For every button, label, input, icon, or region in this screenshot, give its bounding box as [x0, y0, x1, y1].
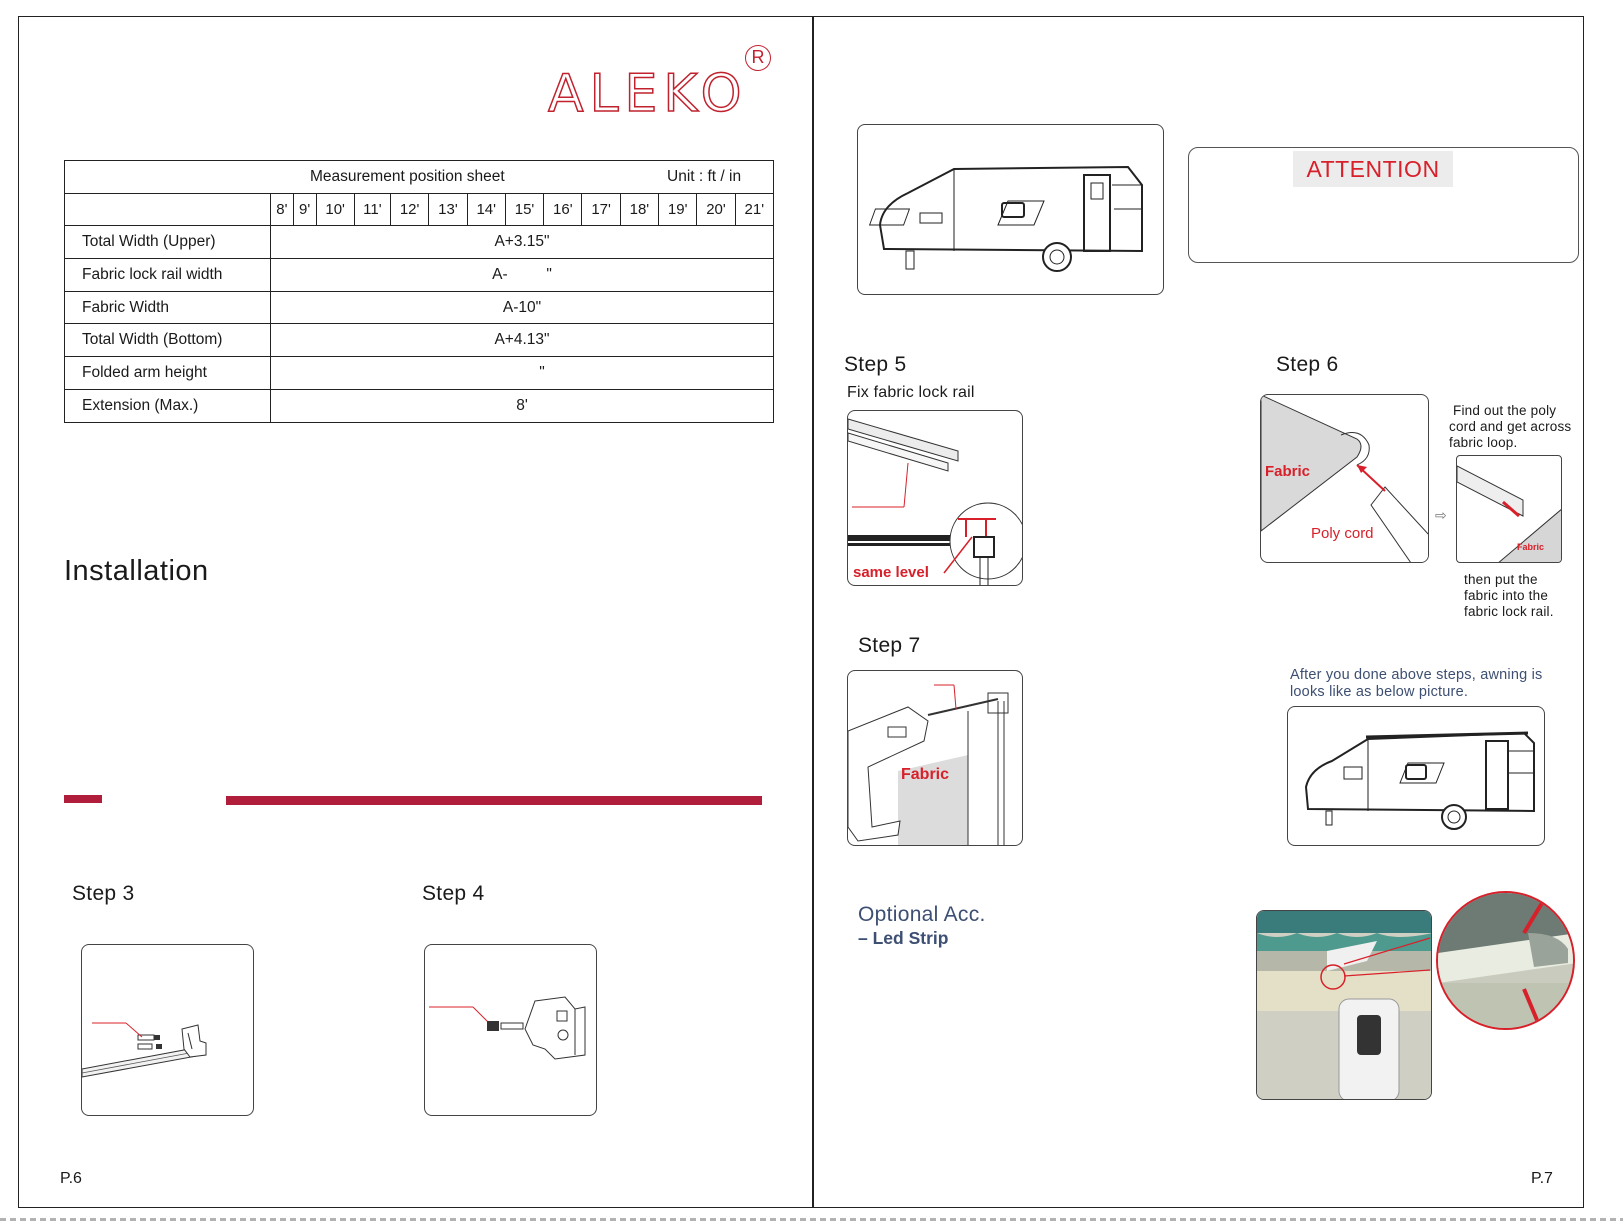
size-cell: 14'	[466, 192, 506, 227]
bottom-dotted-rule	[0, 1218, 1623, 1221]
row-value: 8'	[270, 388, 774, 423]
size-cell: 11'	[353, 192, 391, 227]
step3-illustration	[81, 944, 254, 1116]
row-label: Total Width (Upper)	[64, 225, 271, 260]
aleko-logo: ALEKO	[547, 63, 748, 125]
row-value: A-10"	[270, 290, 774, 325]
step4-title: Step 4	[422, 882, 485, 905]
page-divider	[812, 16, 814, 1208]
step3-title: Step 3	[72, 882, 135, 905]
row-value: "	[270, 356, 774, 390]
page-number-right: P.7	[1531, 1170, 1553, 1187]
installation-heading: Installation	[64, 555, 209, 587]
fabric-label-step7: Fabric	[901, 766, 950, 783]
size-cell: 21'	[734, 192, 775, 227]
size-row: 8' 9' 10' 11' 12' 13' 14' 15' 16' 17' 18…	[64, 192, 775, 227]
table-header-row: Measurement position sheet Unit : ft / i…	[64, 160, 774, 194]
optional-acc-title: Optional Acc.	[858, 903, 986, 926]
then-put-fabric-note: then put the fabric into the fabric lock…	[1464, 572, 1554, 619]
step6-title: Step 6	[1276, 353, 1339, 376]
step7-title: Step 7	[858, 634, 921, 657]
table-unit: Unit : ft / in	[667, 168, 742, 185]
size-cell: 16'	[543, 192, 583, 227]
table-row: Folded arm height "	[64, 356, 774, 390]
row-label: Fabric lock rail width	[64, 258, 271, 292]
table-row: Fabric lock rail width A- "	[64, 258, 774, 292]
attention-label: ATTENTION	[1293, 151, 1453, 187]
attention-box	[1188, 147, 1579, 263]
fabric-label-small: Fabric	[1517, 542, 1545, 552]
step7-illustration	[847, 670, 1023, 846]
step5-title: Step 5	[844, 353, 907, 376]
table-row: Fabric Width A-10"	[64, 290, 774, 325]
led-strip-photo	[1256, 910, 1432, 1100]
size-cell: 15'	[504, 192, 545, 227]
size-cell: 17'	[581, 192, 621, 227]
poly-cord-label: Poly cord	[1311, 525, 1374, 542]
step4-illustration	[424, 944, 597, 1116]
step5-illustration	[847, 410, 1023, 586]
row-label: Folded arm height	[64, 356, 271, 390]
page-frame	[18, 16, 1584, 1208]
row-label: Fabric Width	[64, 290, 271, 325]
arrow-right-icon: ⇨	[1435, 507, 1447, 523]
row-value: A+4.13"	[270, 323, 774, 358]
step5-subtitle: Fix fabric lock rail	[847, 384, 975, 401]
row-label: Total Width (Bottom)	[64, 323, 271, 358]
accent-bar-small	[64, 795, 102, 803]
size-cell: 12'	[389, 192, 430, 227]
row-value: A- "	[270, 258, 774, 292]
size-cell: 18'	[619, 192, 660, 227]
fabric-label-step6: Fabric	[1265, 463, 1311, 480]
table-title: Measurement position sheet	[310, 168, 505, 185]
size-cell: 13'	[428, 192, 468, 227]
registered-mark-icon: R	[745, 45, 771, 71]
size-cell: 19'	[658, 192, 698, 227]
size-cell: 9'	[292, 192, 317, 227]
size-cell: 10'	[315, 192, 355, 227]
table-row: Extension (Max.) 8'	[64, 388, 774, 423]
measurement-table: Measurement position sheet Unit : ft / i…	[64, 160, 775, 423]
caravan-illustration-awning	[1287, 706, 1545, 846]
accent-bar	[226, 796, 762, 805]
row-label: Extension (Max.)	[64, 388, 271, 423]
table-row: Total Width (Upper) A+3.15"	[64, 225, 774, 260]
caravan-illustration-top	[857, 124, 1164, 295]
step6-illustration	[1260, 394, 1429, 563]
table-row: Total Width (Bottom) A+4.13"	[64, 323, 774, 358]
step6-detail-illustration	[1456, 455, 1562, 563]
zoom-connector-lines	[1343, 937, 1431, 977]
page-number-left: P.6	[60, 1170, 82, 1187]
after-steps-note: After you done above steps, awning is lo…	[1290, 667, 1543, 700]
size-cell: 20'	[696, 192, 736, 227]
same-level-label: same level	[853, 564, 929, 581]
size-cell: 8'	[270, 192, 294, 227]
find-poly-cord-note: Find out the poly cord and get across fa…	[1449, 403, 1572, 450]
led-strip-zoom-circle	[1436, 891, 1575, 1030]
row-value: A+3.15"	[270, 225, 774, 260]
led-strip-label: – Led Strip	[858, 928, 949, 948]
